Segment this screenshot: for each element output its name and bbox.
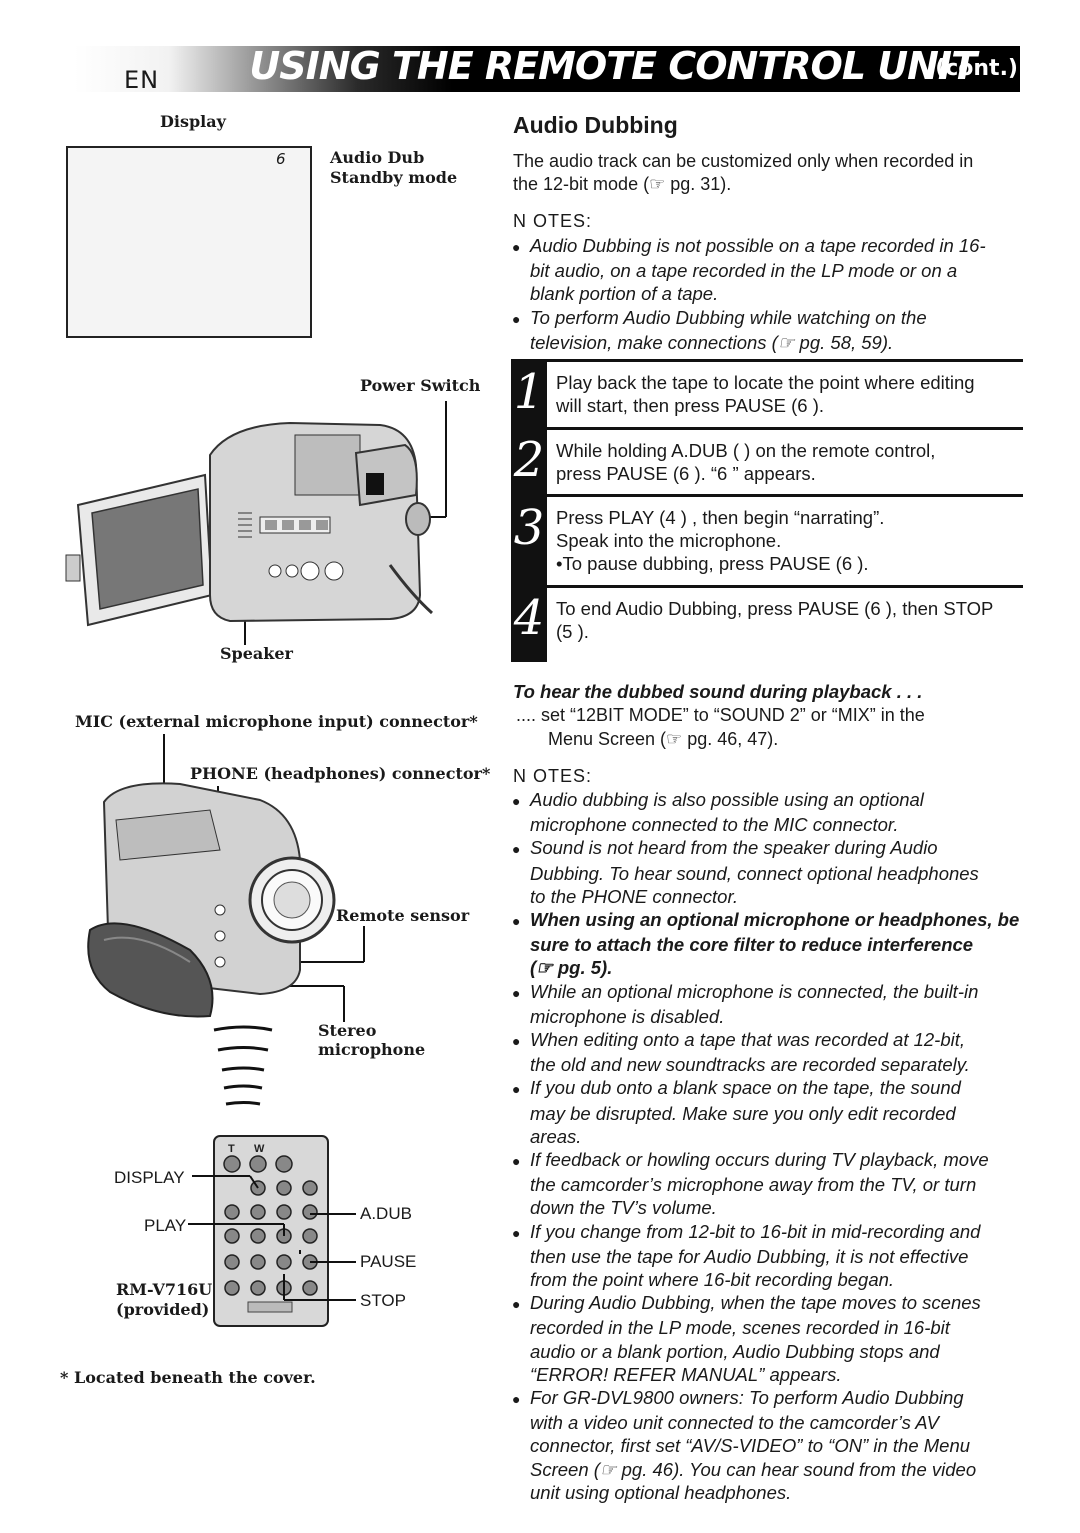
mic-connector-label: MIC (external microphone input) connecto…: [75, 712, 478, 731]
bullet-icon: ●: [512, 1033, 521, 1050]
bullet-icon: ●: [512, 1391, 521, 1408]
step-line: will start, then press PAUSE (6 ).: [556, 395, 824, 416]
remote-tw-t-label: T: [228, 1143, 235, 1155]
bullet-icon: ●: [512, 1081, 521, 1098]
step-number-3: 3: [513, 500, 545, 556]
note-item: ●If you change from 12-bit to 16-bit in …: [512, 1220, 981, 1291]
stereo-mic-label-line-2: microphone: [318, 1040, 426, 1059]
step-4-text: To end Audio Dubbing, press PAUSE (6 ), …: [556, 597, 1022, 643]
step-line: Speak into the microphone.: [556, 530, 782, 551]
intro-line-1: The audio track can be customized only w…: [513, 151, 974, 171]
steps-number-bar: [511, 359, 547, 662]
step-divider: [547, 494, 1023, 497]
step-divider: [547, 359, 1023, 362]
remote-sensor-label: Remote sensor: [336, 906, 470, 925]
step-line: Play back the tape to locate the point w…: [556, 372, 975, 393]
step-line: press PAUSE (6 ). “6 ” appears.: [556, 463, 816, 484]
display-screen-illustration: [66, 146, 312, 338]
step-number-1: 1: [513, 364, 545, 420]
bullet-icon: ●: [512, 841, 521, 858]
remote-play-label: PLAY: [144, 1216, 187, 1235]
remote-provided-label: (provided): [116, 1300, 210, 1319]
playback-subheading: To hear the dubbed sound during playback…: [513, 681, 923, 702]
phone-connector-label: PHONE (headphones) connector*: [190, 764, 491, 783]
camcorder-side-illustration: [65, 401, 447, 645]
display-annotation-line-1: Audio Dub: [330, 148, 425, 167]
footnote: * Located beneath the cover.: [60, 1368, 316, 1387]
step-line: To end Audio Dubbing, press PAUSE (6 ), …: [556, 598, 994, 619]
step-number-2: 2: [513, 432, 545, 488]
page-title: USING THE REMOTE CONTROL UNIT: [249, 44, 977, 88]
remote-pause-label: PAUSE: [360, 1252, 417, 1271]
bullet-icon: ●: [512, 1296, 521, 1313]
language-code: EN: [124, 66, 160, 94]
playback-instruction-line-1: .... set “12BIT MODE” to “SOUND 2” or “M…: [516, 705, 925, 725]
bullet-icon: ●: [512, 1224, 521, 1241]
step-3-text: Press PLAY (4 ) , then begin “narrating”…: [556, 506, 1022, 575]
bullet-icon: ●: [512, 984, 521, 1001]
note-item: ●When using an optional microphone or he…: [512, 909, 1020, 979]
display-indicator: 6: [276, 150, 286, 168]
bullet-icon: ●: [512, 239, 521, 255]
bullet-icon: ●: [512, 913, 521, 930]
notes-heading: N OTES:: [513, 211, 593, 231]
camcorder-front-illustration: [87, 734, 365, 1022]
note-item: ●While an optional microphone is connect…: [512, 980, 979, 1027]
step-divider: [547, 427, 1023, 430]
header-band: [74, 46, 1020, 92]
remote-tw-w-label: W: [254, 1143, 265, 1155]
bullet-icon: ●: [512, 793, 521, 809]
notes-heading-2: N OTES:: [513, 766, 593, 786]
step-number-4: 4: [513, 590, 545, 646]
notes-list-1: ●Audio Dubbing is not possible on a tape…: [512, 234, 1024, 354]
step-line: Press PLAY (4 ) , then begin “narrating”…: [556, 507, 885, 528]
bullet-icon: ●: [512, 1153, 521, 1170]
remote-display-label: DISPLAY: [114, 1168, 185, 1187]
note-item: ●To perform Audio Dubbing while watching…: [512, 306, 927, 353]
note-item: ●When editing onto a tape that was recor…: [512, 1029, 970, 1076]
power-switch-label: Power Switch: [360, 376, 481, 395]
remote-model-label: RM-V716U: [116, 1280, 213, 1299]
remote-control-illustration: T W: [188, 1135, 356, 1327]
note-item: ●Audio dubbing is also possible using an…: [512, 789, 924, 836]
speaker-label: Speaker: [220, 644, 293, 663]
remote-stop-label: STOP: [360, 1291, 406, 1310]
section-title: Audio Dubbing: [513, 112, 678, 138]
note-item: ●During Audio Dubbing, when the tape mov…: [512, 1292, 981, 1385]
step-divider: [547, 585, 1023, 588]
display-annotation-line-2: Standby mode: [330, 168, 458, 187]
playback-instruction-line-2: Menu Screen (☞ pg. 46, 47).: [548, 729, 779, 749]
notes-list-2: ●Audio dubbing is also possible using an…: [512, 788, 1028, 1504]
display-label: Display: [160, 112, 226, 131]
note-item: ●Sound is not heard from the speaker dur…: [512, 837, 979, 907]
step-line: •To pause dubbing, press PAUSE (6 ).: [556, 553, 869, 574]
step-2-text: While holding A.DUB ( ) on the remote co…: [556, 439, 1022, 485]
note-item: ●If feedback or howling occurs during TV…: [512, 1149, 989, 1219]
page-title-suffix: (cont.): [935, 56, 1018, 81]
note-item: ●For GR-DVL9800 owners: To perform Audio…: [512, 1387, 977, 1503]
note-item: ●If you dub onto a blank space on the ta…: [512, 1077, 961, 1147]
step-1-text: Play back the tape to locate the point w…: [556, 371, 1022, 417]
step-line: (5 ).: [556, 621, 589, 642]
remote-adub-label: A.DUB: [360, 1204, 412, 1223]
intro-line-2: the 12-bit mode (☞ pg. 31).: [513, 174, 732, 194]
bullet-icon: ●: [512, 310, 521, 327]
stereo-mic-label-line-1: Stereo: [318, 1021, 377, 1040]
note-item: ●Audio Dubbing is not possible on a tape…: [512, 235, 986, 305]
step-line: While holding A.DUB ( ) on the remote co…: [556, 440, 936, 461]
sound-waves-icon: [213, 1025, 273, 1106]
